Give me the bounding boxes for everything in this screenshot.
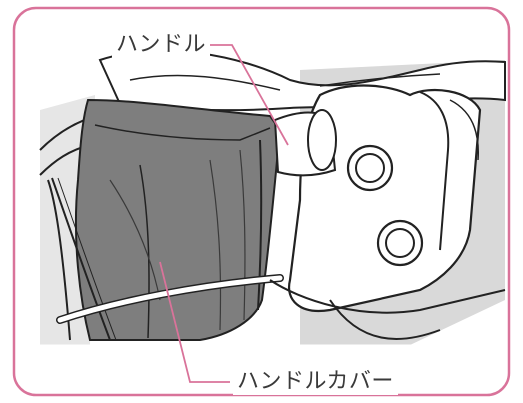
leader-line-handle-cover [159,261,230,383]
frame-border [12,6,511,397]
callout-label-handle-cover: ハンドルカバー [233,369,398,395]
leader-line-handle [210,44,289,146]
callout-label-handle: ハンドル [112,32,211,58]
cable [51,177,111,341]
